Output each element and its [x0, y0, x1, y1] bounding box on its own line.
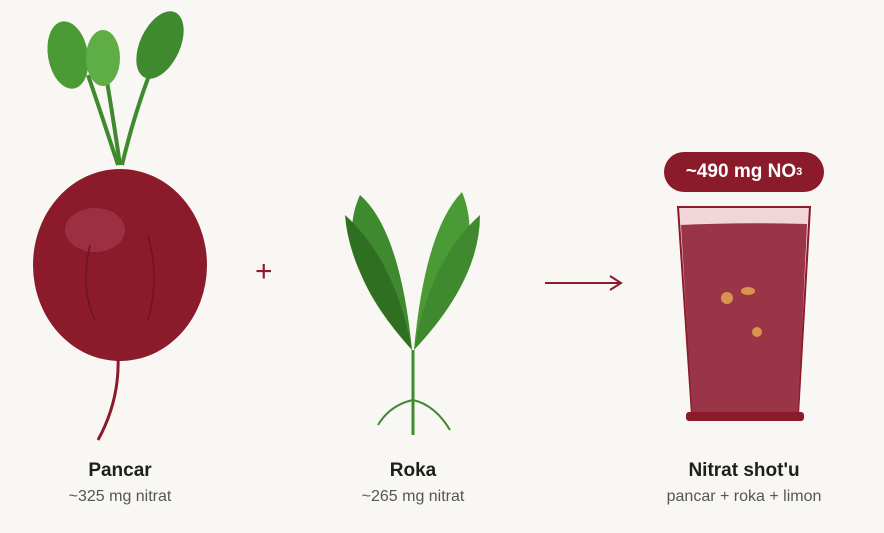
badge-subscript: 3 [796, 166, 803, 178]
arugula-amount: ~265 mg nitrat [361, 488, 465, 505]
beet-title: Pancar [88, 460, 152, 481]
arugula-label: Roka ~265 mg nitrat [293, 460, 533, 506]
arugula-icon [345, 192, 480, 435]
plus-sign: + [255, 255, 273, 288]
shot-label: Nitrat shot'u pancar + roka + limon [624, 460, 864, 506]
shot-title: Nitrat shot'u [688, 460, 800, 481]
badge-text: ~490 mg NO [685, 161, 797, 182]
beet-icon [33, 11, 207, 441]
shot-ingredients: pancar + roka + limon [666, 488, 822, 505]
glass-icon [676, 206, 812, 421]
beet-label: Pancar ~325 mg nitrat [0, 460, 240, 506]
arugula-title: Roka [389, 460, 437, 481]
beet-amount: ~325 mg nitrat [68, 488, 172, 505]
arrow-icon [545, 275, 623, 291]
